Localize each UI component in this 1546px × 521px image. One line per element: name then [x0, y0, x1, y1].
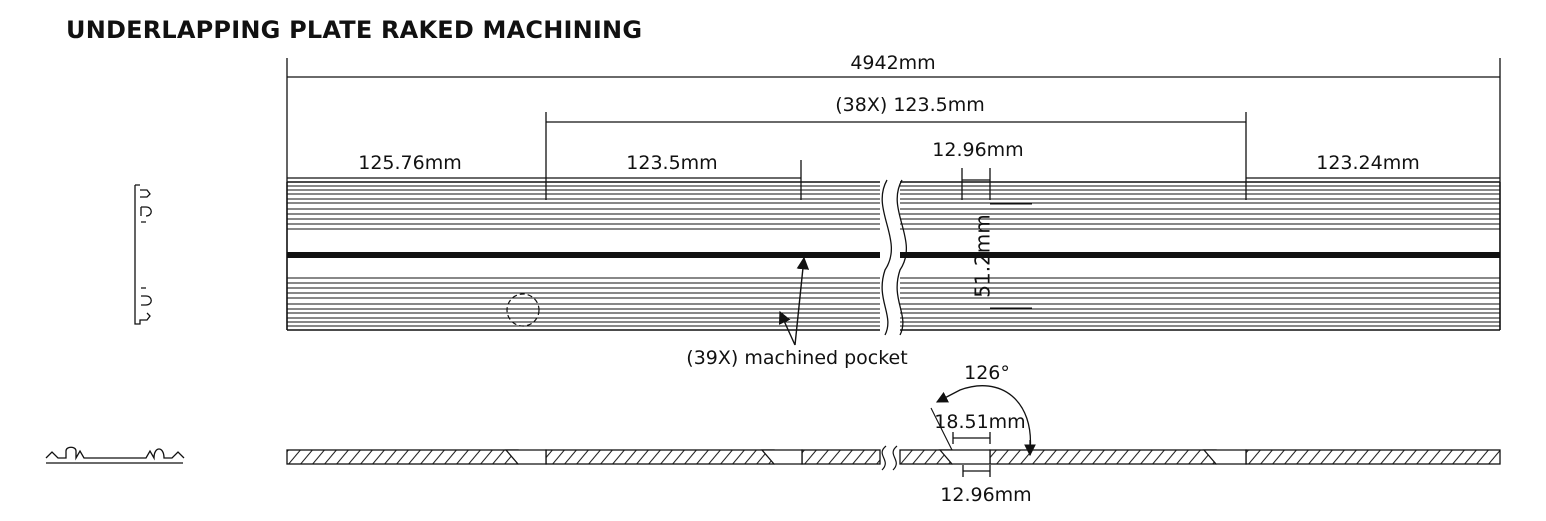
- plate-top-view: [286, 179, 1501, 336]
- section-segment: [801, 449, 881, 465]
- section-pocket: [938, 449, 991, 465]
- break-line: [896, 179, 907, 336]
- profile-end-view-icon: [134, 184, 152, 325]
- profile-side-view-icon: [45, 446, 185, 464]
- section-pocket: [760, 449, 803, 465]
- section-pocket-width-label: 12.96mm: [940, 484, 1031, 506]
- section-segment: [545, 449, 775, 465]
- dimension-pocket-length: [990, 203, 1032, 309]
- dim-overall-label: 4942mm: [850, 52, 935, 74]
- break-line: [881, 445, 887, 471]
- section-pocket: [504, 449, 547, 465]
- center-groove: [900, 252, 1500, 258]
- angle-extension-line: [930, 407, 953, 451]
- dim-pocket-width-label: 12.96mm: [932, 139, 1023, 161]
- detail-circle: [506, 293, 540, 327]
- section-pocket: [1202, 449, 1247, 465]
- center-groove: [287, 252, 880, 258]
- dim-first-offset-label: 125.76mm: [358, 152, 462, 174]
- callout-arrow: [778, 310, 796, 346]
- dimension-overall: [286, 58, 1501, 200]
- section-segment: [286, 449, 519, 465]
- break-line: [881, 179, 892, 336]
- drawing-title: UNDERLAPPING PLATE RAKED MACHINING: [66, 16, 643, 44]
- pocket-callout-label: (39X) machined pocket: [686, 347, 907, 369]
- dimension-chamfer: [952, 432, 991, 477]
- plate-section-view: [286, 445, 1501, 471]
- dim-repeat-label: (38X) 123.5mm: [835, 94, 984, 116]
- break-line: [892, 445, 898, 471]
- chamfer-width-label: 18.51mm: [934, 411, 1025, 433]
- dim-pocket-length-label: 51.2mm: [971, 214, 995, 298]
- section-segment: [1245, 449, 1501, 465]
- section-segment: [989, 449, 1217, 465]
- angle-label: 126°: [964, 362, 1010, 384]
- dim-last-offset-label: 123.24mm: [1316, 152, 1420, 174]
- angle-arc: [935, 385, 1032, 453]
- callout-arrow: [794, 256, 810, 346]
- dim-pitch-label: 123.5mm: [626, 152, 717, 174]
